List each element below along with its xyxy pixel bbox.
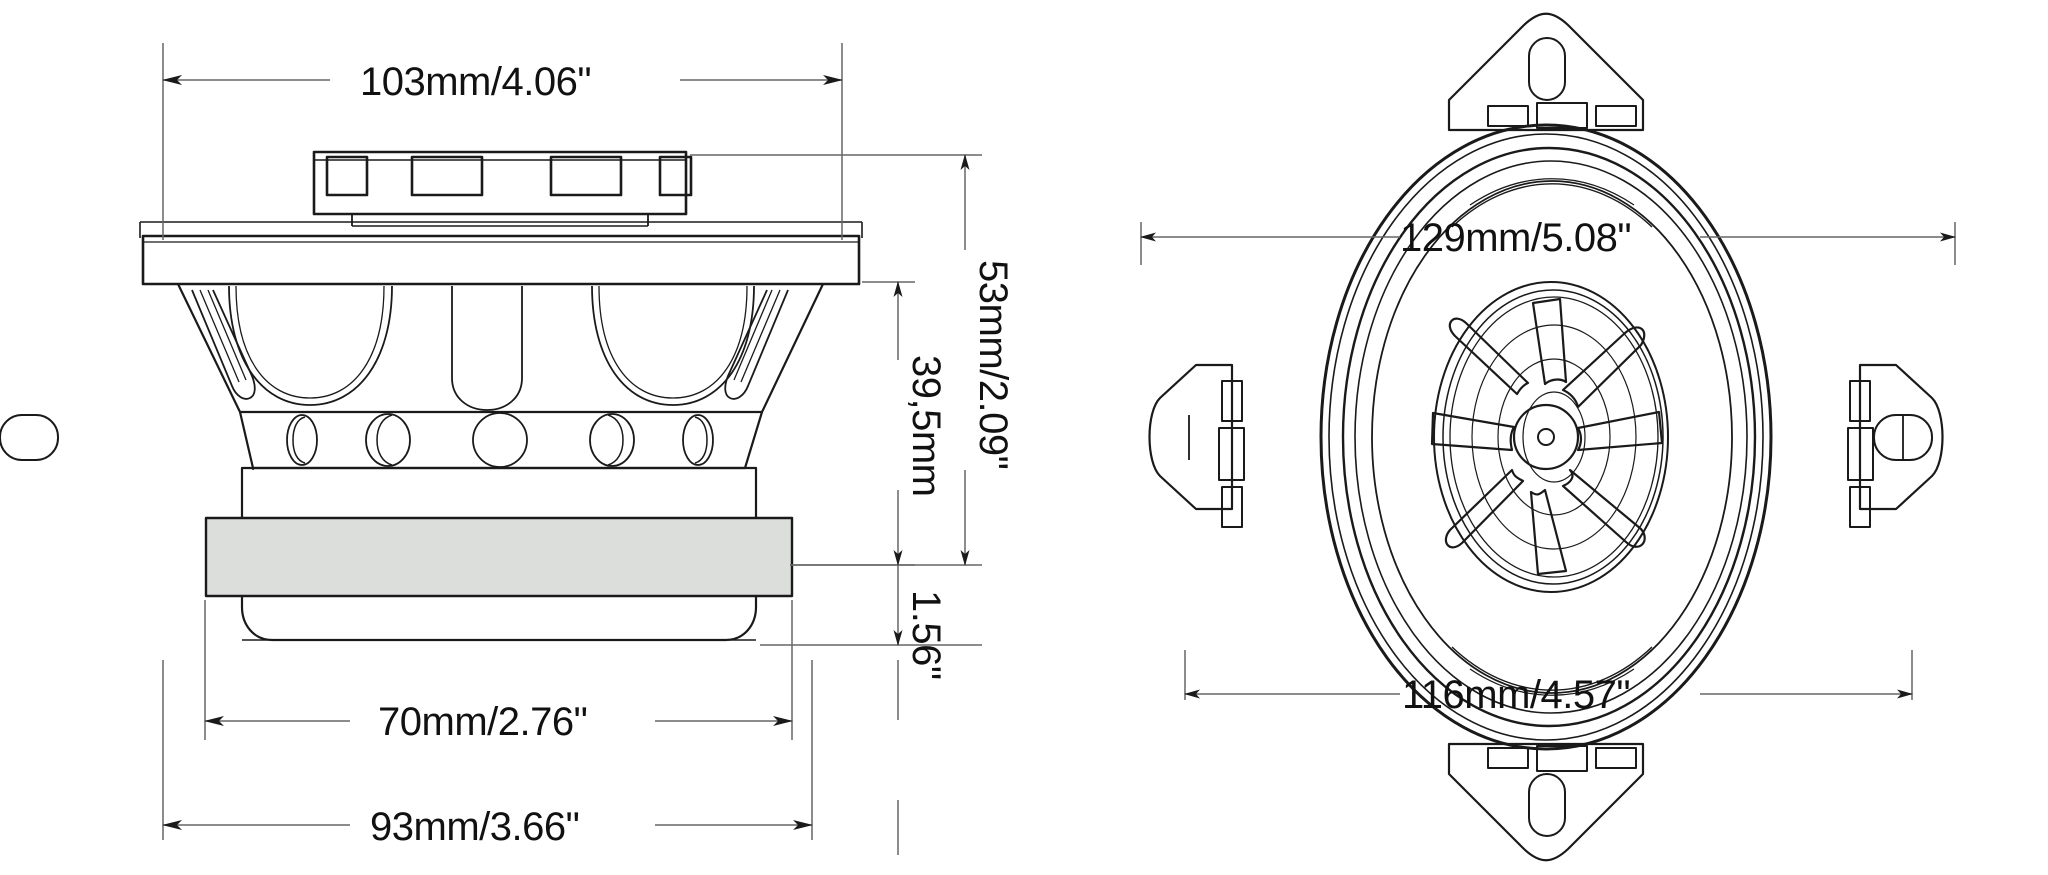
dim-label-70: 70mm/2.76" (378, 700, 587, 744)
mounting-flange (139, 221, 863, 286)
mount-tab-left (0, 363, 1245, 528)
mount-tab-top (1447, 12, 1645, 132)
dim-label-93: 93mm/3.66" (370, 805, 579, 849)
back-plate (240, 596, 758, 642)
front-view (0, 12, 1944, 862)
side-view-dimensions (162, 43, 982, 855)
speaker-basket (177, 283, 824, 414)
tweeter-assembly (1430, 281, 1669, 593)
dim-label-129: 129mm/5.08" (1400, 216, 1631, 260)
terminal-block (312, 150, 693, 227)
dim-label-103: 103mm/4.06" (360, 60, 591, 104)
cone-surround (1371, 178, 1733, 696)
mount-tab-right (1847, 363, 1944, 528)
dim-label-395: 39,5mm (904, 355, 948, 497)
outer-rim (1319, 123, 1773, 751)
magnet-block (204, 516, 794, 598)
side-section-view (139, 150, 863, 642)
front-view-dimensions (1140, 222, 1956, 700)
dim-label-116: 116mm/4.57" (1402, 673, 1630, 717)
mount-tab-bottom (1447, 742, 1645, 862)
dim-label-53: 53mm/2.09" (971, 260, 1015, 469)
dim-label-156: 1.56" (904, 590, 948, 680)
